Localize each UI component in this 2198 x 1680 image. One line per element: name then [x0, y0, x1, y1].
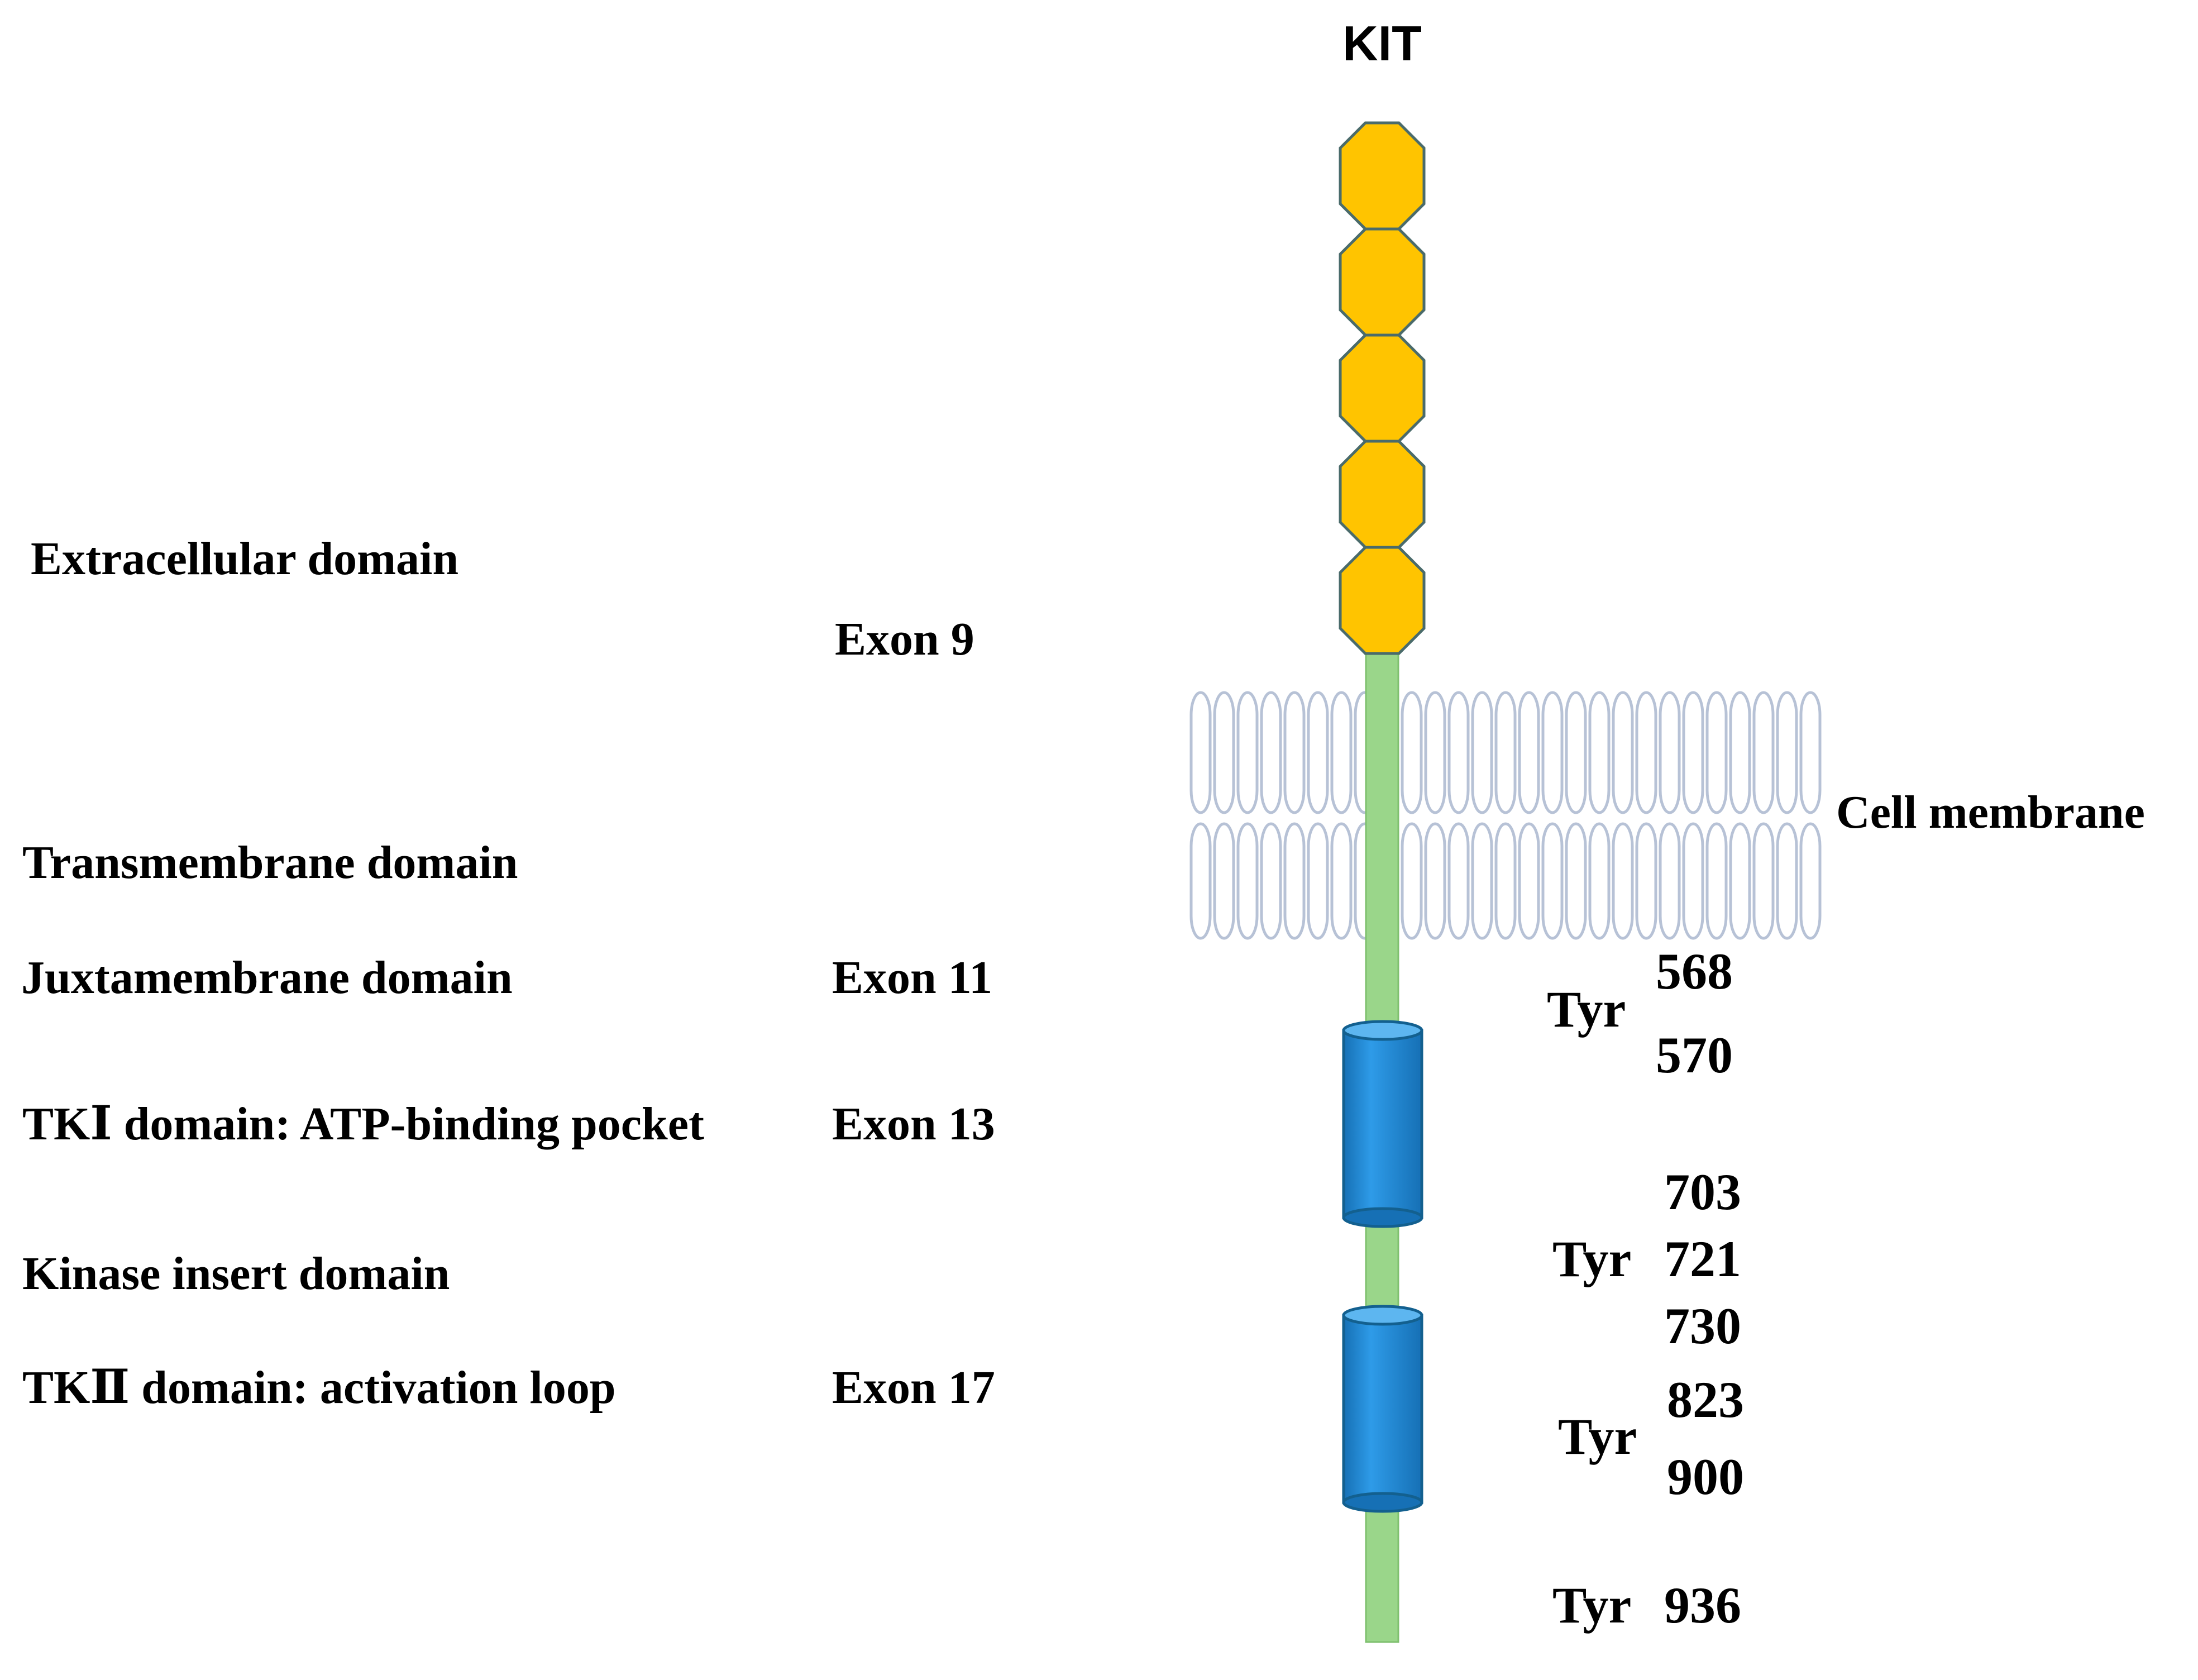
phospholipid-lower-14	[1518, 822, 1540, 940]
phospholipid-lower-1	[1213, 822, 1235, 940]
label-exon-17: Exon 17	[832, 1362, 995, 1414]
phospholipid-upper-18	[1612, 691, 1634, 814]
phospholipid-lower-12	[1471, 822, 1493, 940]
ig-domain-5	[1339, 546, 1426, 655]
phospholipid-upper-16	[1565, 691, 1587, 814]
phospholipid-upper-22	[1705, 691, 1728, 814]
phospholipid-lower-16	[1565, 822, 1587, 940]
phospholipid-upper-1	[1213, 691, 1235, 814]
extracellular-ig-domains	[1339, 121, 1426, 655]
phospholipid-upper-15	[1541, 691, 1564, 814]
phospholipid-upper-17	[1588, 691, 1611, 814]
ig-domain-1	[1339, 121, 1426, 231]
tyr-residue-900: 900	[1667, 1448, 1744, 1505]
tyr-label-group4: Tyr	[1552, 1577, 1631, 1634]
phospholipid-lower-2	[1236, 822, 1259, 940]
phospholipid-lower-5	[1307, 822, 1329, 940]
phospholipid-lower-23	[1729, 822, 1751, 940]
phospholipid-lower-21	[1682, 822, 1704, 940]
phospholipid-lower-6	[1330, 822, 1353, 940]
tyr-residue-568: 568	[1656, 943, 1733, 1000]
phospholipid-upper-13	[1494, 691, 1517, 814]
phospholipid-upper-23	[1729, 691, 1751, 814]
phospholipid-upper-5	[1307, 691, 1329, 814]
tk1-kinase-cylinder	[1342, 1020, 1423, 1228]
phospholipid-lower-17	[1588, 822, 1611, 940]
label-extracellular-domain: Extracellular domain	[31, 533, 458, 585]
phospholipid-lower-11	[1447, 822, 1470, 940]
label-juxtamembrane-domain: Juxtamembrane domain	[21, 952, 513, 1004]
phospholipid-lower-20	[1659, 822, 1681, 940]
phospholipid-upper-19	[1635, 691, 1657, 814]
label-transmembrane-domain: Transmembrane domain	[22, 837, 518, 889]
label-tk1-domain: TKⅠ domain: ATP-binding pocket	[22, 1098, 704, 1150]
tyr-label-group3: Tyr	[1558, 1408, 1637, 1465]
phospholipid-upper-6	[1330, 691, 1353, 814]
ig-domain-3	[1339, 333, 1426, 443]
phospholipid-upper-11	[1447, 691, 1470, 814]
phospholipid-upper-3	[1260, 691, 1282, 814]
phospholipid-upper-26	[1799, 691, 1822, 814]
tk2-kinase-cylinder	[1342, 1305, 1423, 1513]
phospholipid-lower-9	[1401, 822, 1423, 940]
phospholipid-lower-3	[1260, 822, 1282, 940]
label-exon-13: Exon 13	[832, 1098, 995, 1150]
tyr-residue-570: 570	[1656, 1027, 1733, 1084]
phospholipid-upper-25	[1776, 691, 1798, 814]
phospholipid-lower-13	[1494, 822, 1517, 940]
tyr-residue-936: 936	[1664, 1577, 1741, 1634]
phospholipid-lower-22	[1705, 822, 1728, 940]
phospholipid-upper-24	[1752, 691, 1775, 814]
phospholipid-upper-14	[1518, 691, 1540, 814]
phospholipid-upper-10	[1424, 691, 1446, 814]
phospholipid-lower-0	[1189, 822, 1212, 940]
label-kinase-insert-domain: Kinase insert domain	[22, 1248, 450, 1300]
tyr-residue-823: 823	[1667, 1371, 1744, 1428]
phospholipid-lower-25	[1776, 822, 1798, 940]
tyr-residue-721: 721	[1664, 1230, 1741, 1287]
phospholipid-upper-20	[1659, 691, 1681, 814]
ig-domain-2	[1339, 227, 1426, 337]
phospholipid-lower-26	[1799, 822, 1822, 940]
phospholipid-upper-4	[1283, 691, 1306, 814]
phospholipid-upper-2	[1236, 691, 1259, 814]
ig-domain-4	[1339, 440, 1426, 549]
label-exon-9: Exon 9	[835, 613, 974, 665]
tyr-residue-730: 730	[1664, 1297, 1741, 1354]
phospholipid-upper-9	[1401, 691, 1423, 814]
phospholipid-lower-19	[1635, 822, 1657, 940]
phospholipid-upper-21	[1682, 691, 1704, 814]
tyr-label-group1: Tyr	[1547, 981, 1626, 1038]
protein-title: KIT	[1342, 16, 1422, 71]
phospholipid-lower-4	[1283, 822, 1306, 940]
phospholipid-lower-10	[1424, 822, 1446, 940]
cell-membrane	[1189, 691, 1822, 940]
label-cell-membrane: Cell membrane	[1836, 786, 2145, 838]
tyr-label-group2: Tyr	[1552, 1230, 1631, 1287]
label-tk2-domain: TKⅡ domain: activation loop	[22, 1362, 616, 1414]
tyr-residue-703: 703	[1664, 1163, 1741, 1220]
phospholipid-lower-24	[1752, 822, 1775, 940]
phospholipid-upper-0	[1189, 691, 1212, 814]
phospholipid-upper-12	[1471, 691, 1493, 814]
label-exon-11: Exon 11	[832, 952, 992, 1004]
phospholipid-lower-15	[1541, 822, 1564, 940]
phospholipid-lower-18	[1612, 822, 1634, 940]
